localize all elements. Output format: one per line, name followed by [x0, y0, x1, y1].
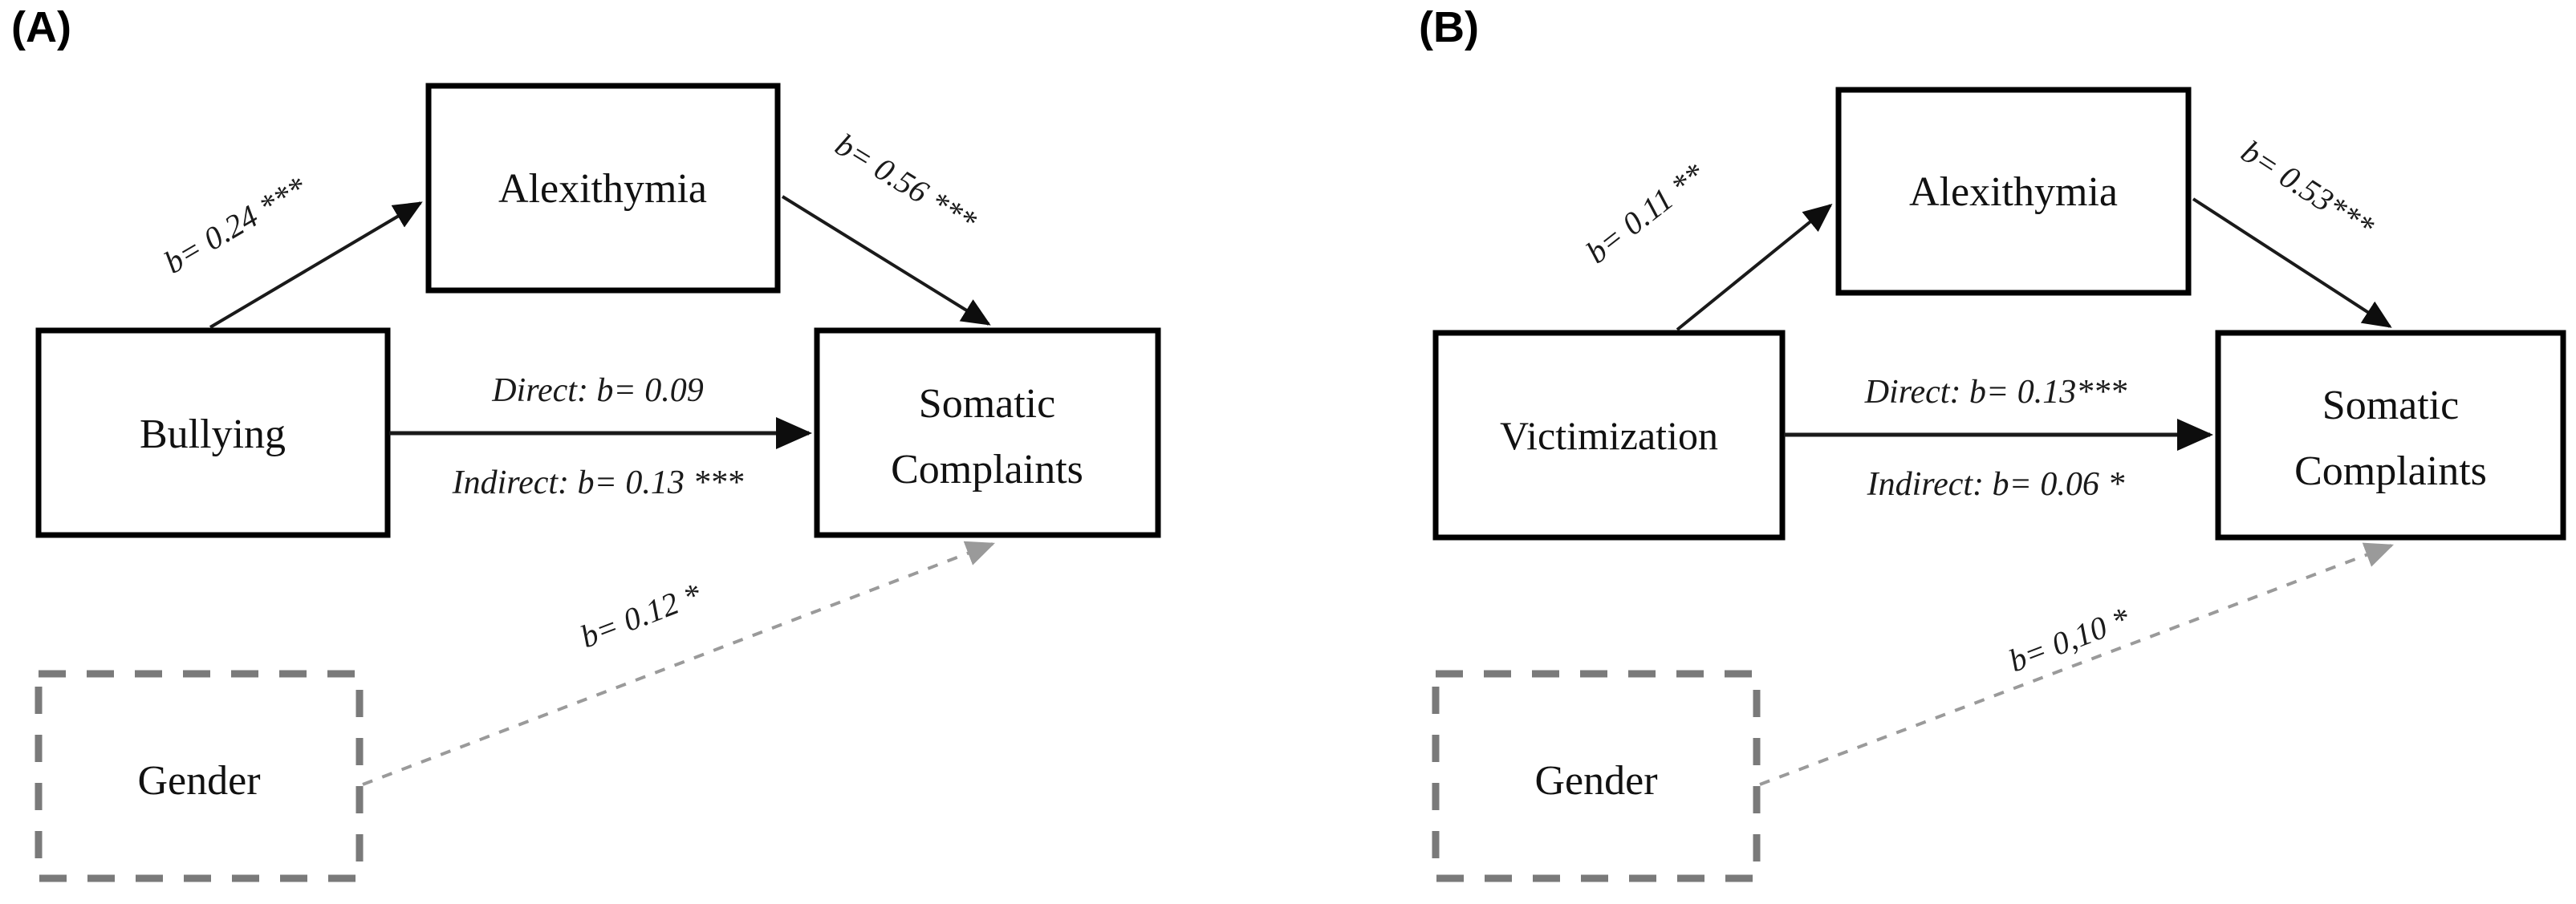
path-label-b-coef-a: b= 0.11 ** — [1579, 156, 1712, 270]
node-label-somatic-a-line2: Complaints — [891, 447, 1083, 493]
path-label-a-coef-a: b= 0.24 *** — [158, 169, 313, 281]
node-label-alexithymia-b: Alexithymia — [1909, 169, 2118, 215]
path-label-a-gender: b= 0.12 * — [575, 576, 706, 655]
path-label-b-gender: b= 0,10 * — [2004, 600, 2135, 679]
node-label-gender-a: Gender — [137, 758, 260, 804]
node-label-bullying-a: Bullying — [140, 411, 286, 457]
node-box-gender-a[interactable] — [35, 670, 364, 882]
path-label-b-coef-b: b= 0.53*** — [2235, 133, 2380, 245]
path-arrow-gender-to-somatic-b — [1759, 542, 2394, 786]
node-label-somatic-b-line1: Somatic — [2322, 383, 2459, 428]
node-label-gender-b: Gender — [1534, 758, 1657, 804]
path-label-a-direct: Direct: b= 0.09 — [491, 372, 704, 409]
path-label-b-indirect: Indirect: b= 0.06 * — [1867, 466, 2125, 503]
node-box-victimization-b[interactable] — [1432, 330, 1786, 541]
node-box-bullying-a[interactable] — [35, 327, 391, 538]
node-box-alexithymia-b[interactable] — [1835, 87, 2192, 296]
path-label-a-coef-b: b= 0.56 *** — [829, 126, 982, 239]
path-arrow-gender-to-somatic-a — [362, 541, 995, 786]
node-label-somatic-a-line1: Somatic — [919, 381, 1055, 427]
node-label-somatic-b-line2: Complaints — [2294, 448, 2487, 494]
node-box-somatic-a[interactable] — [814, 327, 1161, 538]
path-arrow-alexithymia-to-somatic-b — [2192, 197, 2392, 328]
node-box-alexithymia-a[interactable] — [425, 83, 781, 294]
panel-a: (A) Alexithymia Bullying Somatic Complai… — [11, 3, 1161, 882]
node-label-victimization-b: Victimization — [1500, 413, 1718, 458]
path-arrow-bullying-to-alexithymia — [209, 201, 423, 329]
panel-a-letter: (A) — [11, 3, 71, 51]
panel-b: (B) Alexithymia Victimization Somatic Co… — [1419, 3, 2566, 882]
node-label-alexithymia-a: Alexithymia — [498, 166, 707, 212]
path-label-a-indirect: Indirect: b= 0.13 *** — [452, 464, 744, 501]
panel-b-letter: (B) — [1419, 3, 1479, 51]
node-box-gender-b[interactable] — [1432, 670, 1761, 882]
node-box-somatic-b[interactable] — [2215, 330, 2566, 541]
path-label-b-direct: Direct: b= 0.13*** — [1864, 374, 2127, 411]
path-arrow-alexithymia-to-somatic-a — [781, 195, 991, 326]
path-arrow-victimization-to-alexithymia — [1676, 203, 1833, 331]
